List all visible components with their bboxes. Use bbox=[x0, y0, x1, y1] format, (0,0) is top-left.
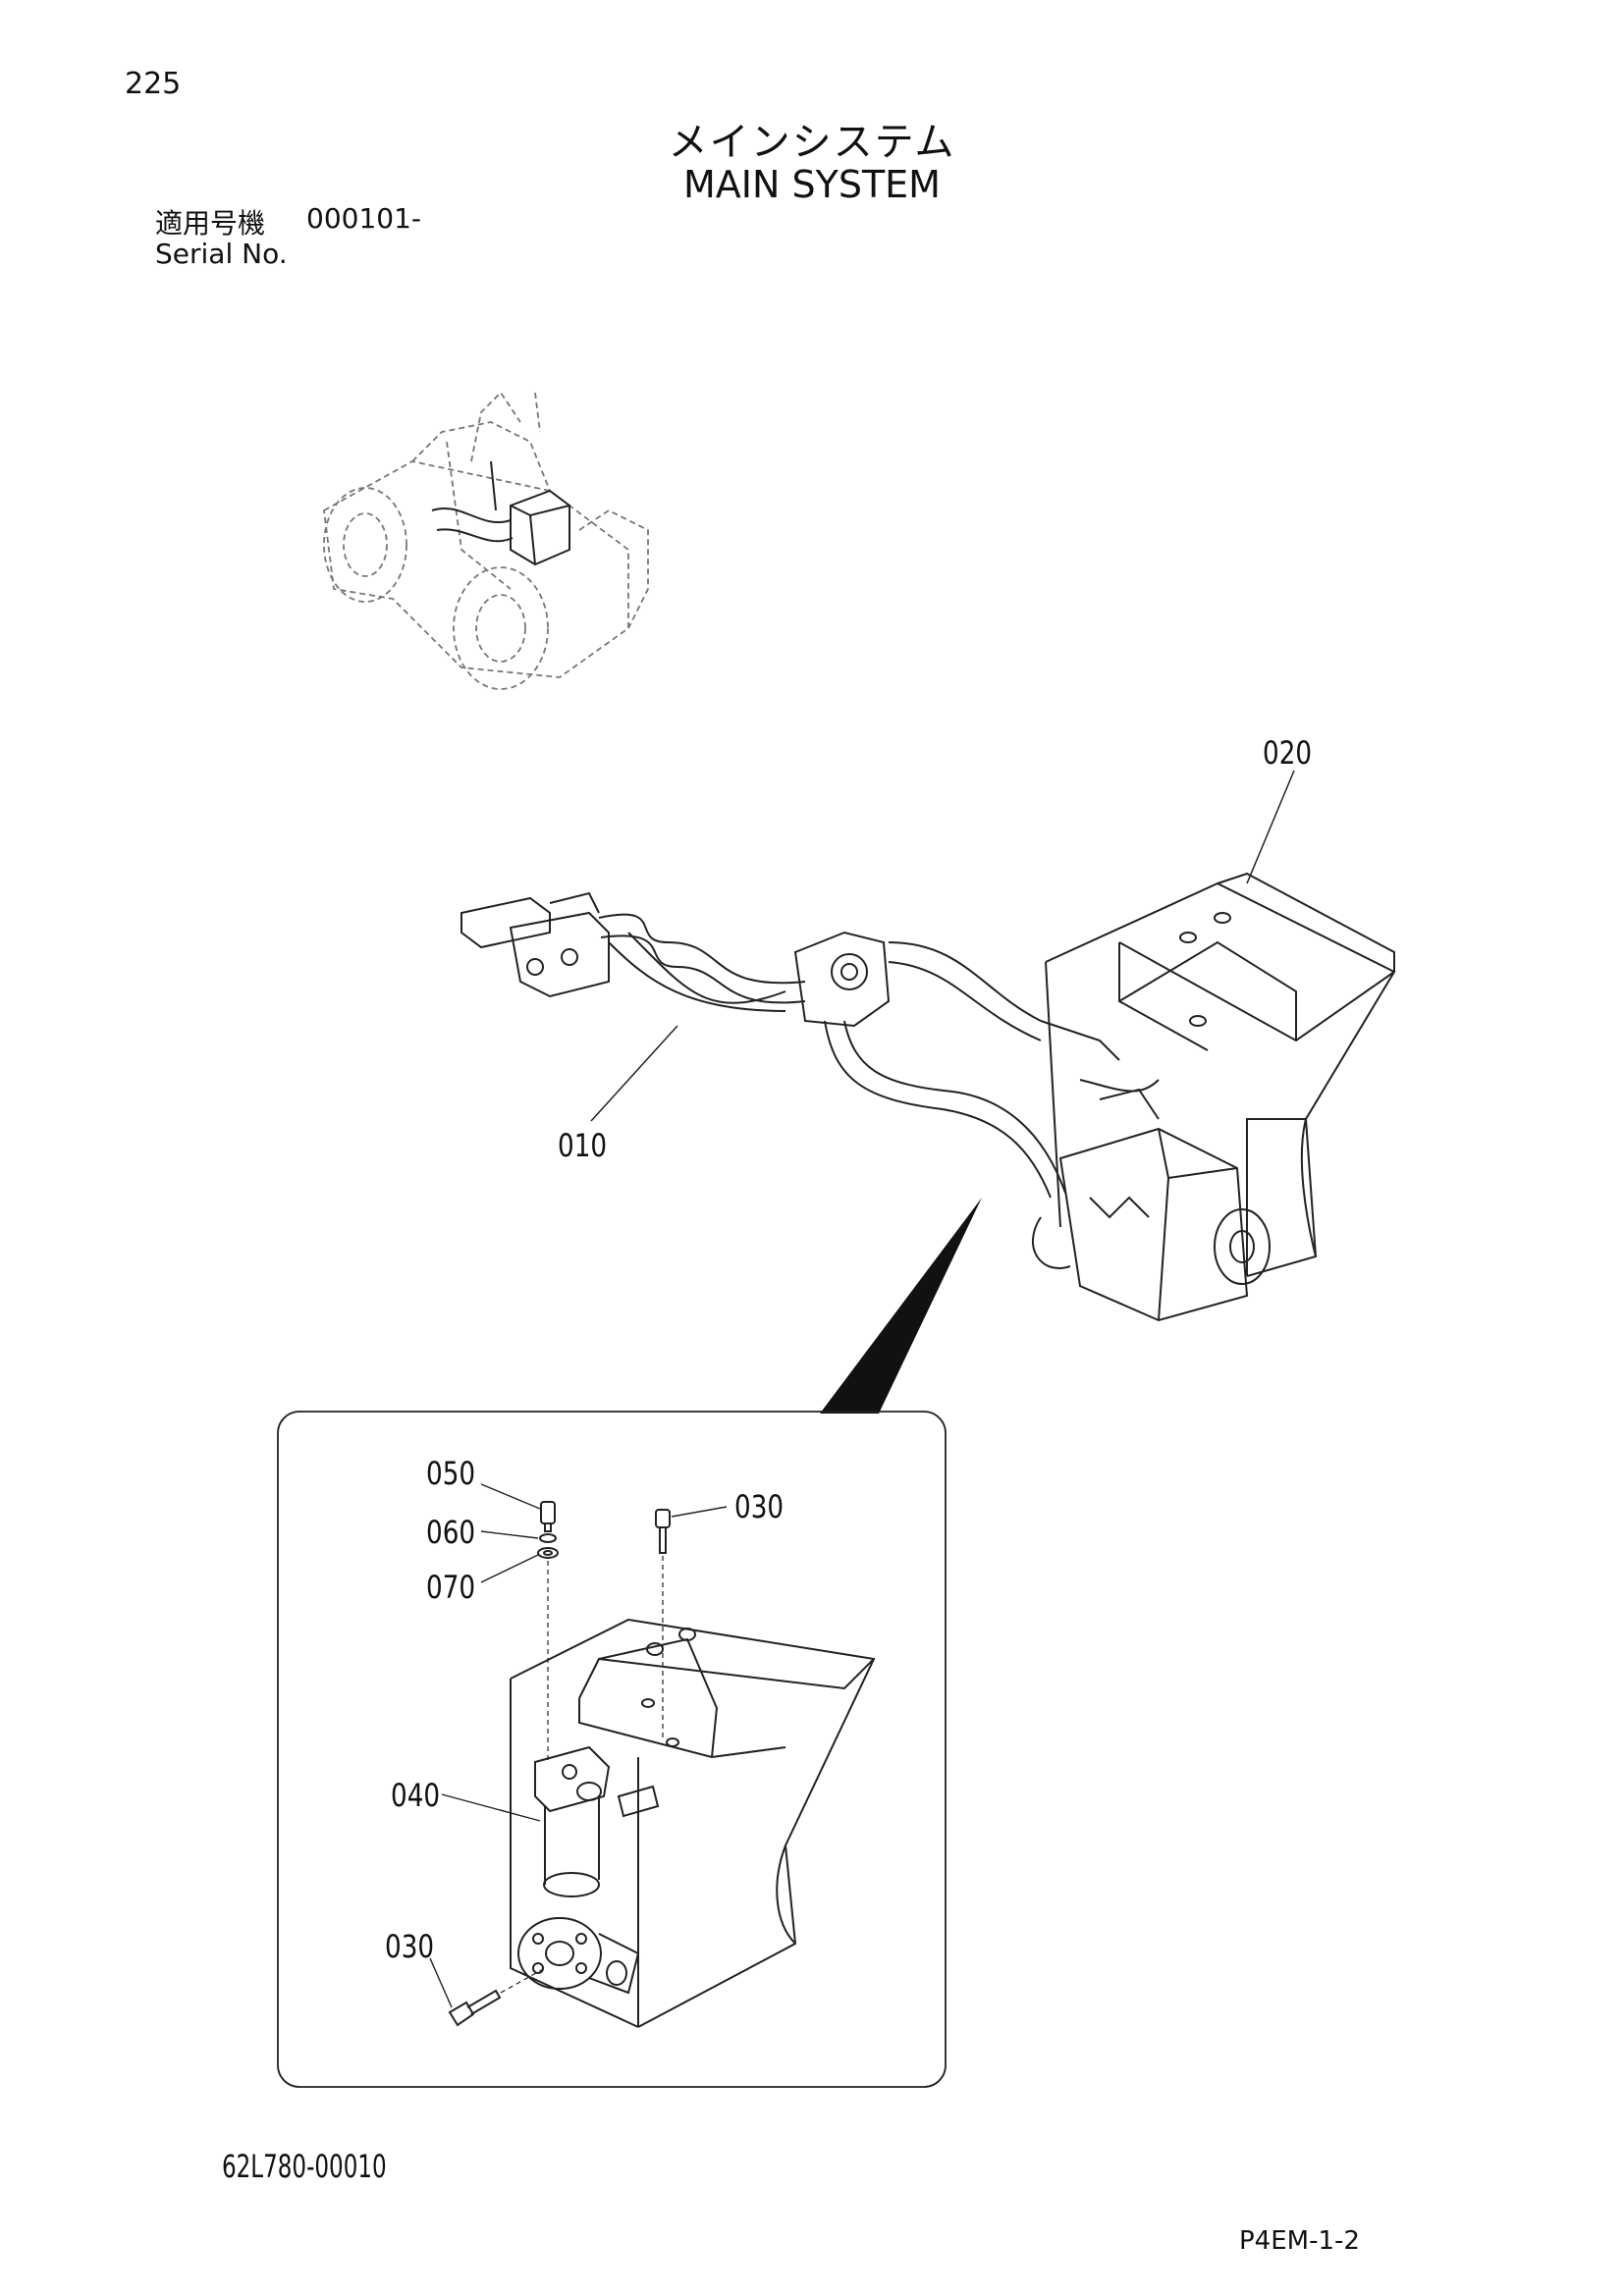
callout-030-lower: 030 bbox=[385, 1928, 435, 1965]
serial-label-japanese: 適用号機 bbox=[155, 207, 266, 240]
callout-070: 070 bbox=[426, 1569, 476, 1606]
page-title-japanese: メインシステム bbox=[668, 120, 956, 165]
hose-assembly bbox=[460, 891, 1160, 1199]
pump-unit bbox=[1031, 1088, 1271, 1322]
detail-leaders bbox=[429, 1483, 728, 2008]
serial-number-value: 000101- bbox=[306, 202, 421, 235]
callout-040: 040 bbox=[391, 1777, 441, 1814]
detail-bolts bbox=[448, 1501, 671, 2027]
callout-020: 020 bbox=[1263, 734, 1313, 772]
sheet-code: P4EM-1-2 bbox=[1239, 2226, 1360, 2256]
bracket-assembly bbox=[1045, 872, 1396, 1277]
callout-060: 060 bbox=[426, 1514, 476, 1551]
detail-flange bbox=[517, 1917, 640, 1995]
detail-bracket bbox=[510, 1618, 876, 2028]
serial-label-english: Serial No. bbox=[155, 238, 288, 270]
machine-highlight-component bbox=[431, 460, 570, 566]
drawing-number: 62L780-00010 bbox=[222, 2148, 387, 2185]
detail-filter bbox=[534, 1745, 611, 1897]
detail-pointer-arrow bbox=[820, 1198, 982, 1414]
machine-locator-sketch bbox=[323, 391, 649, 690]
leader-020 bbox=[1246, 770, 1295, 884]
page-title-english: MAIN SYSTEM bbox=[683, 163, 941, 206]
detail-view-frame bbox=[277, 1411, 947, 2088]
callout-010: 010 bbox=[558, 1127, 608, 1164]
callout-030-upper: 030 bbox=[734, 1488, 785, 1525]
leader-010 bbox=[590, 1025, 678, 1122]
page-number: 225 bbox=[125, 67, 182, 101]
callout-050: 050 bbox=[426, 1455, 476, 1492]
